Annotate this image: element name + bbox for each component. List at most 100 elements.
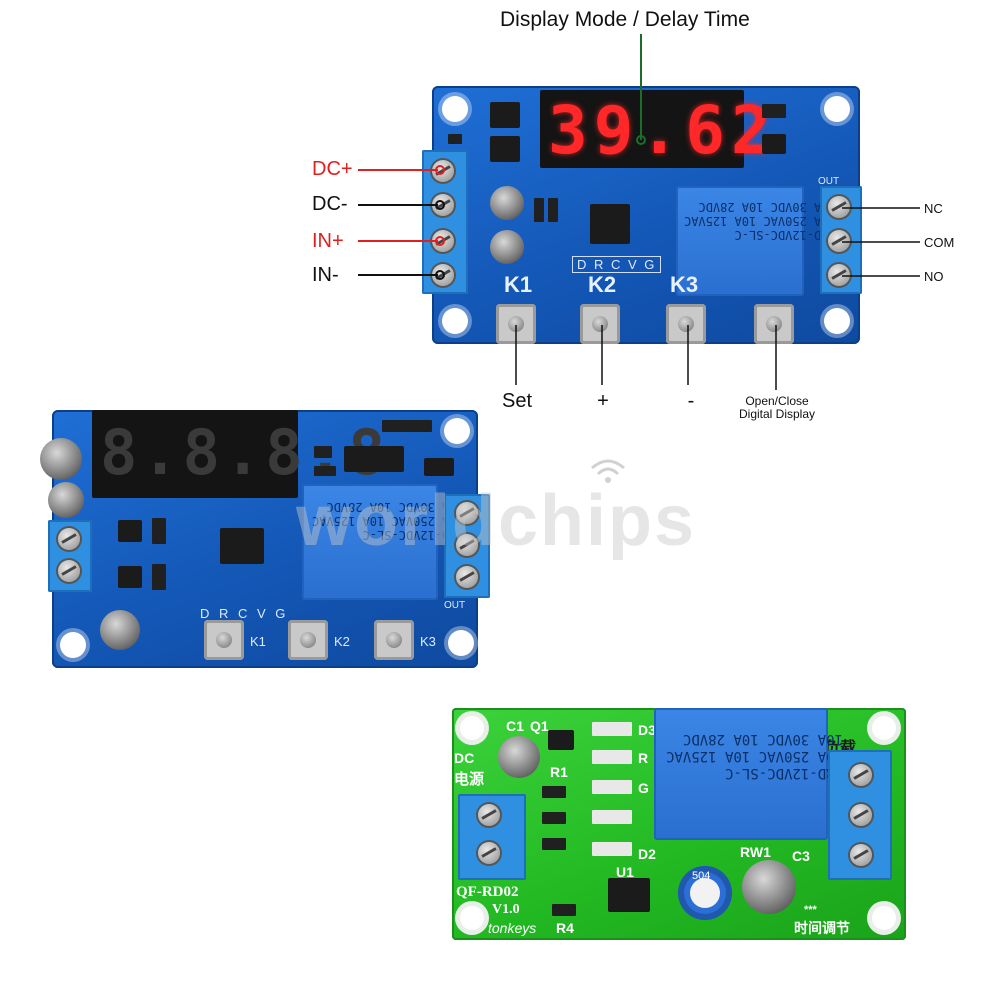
k1-button[interactable] (204, 620, 244, 660)
input-terminal-block (458, 794, 526, 880)
smd-transistor (118, 520, 142, 542)
k2-silk: K2 (334, 634, 350, 649)
u1-silk: U1 (616, 864, 634, 880)
electrolytic-capacitor (490, 230, 524, 264)
mounting-hole (460, 906, 484, 930)
screw-terminal-com[interactable] (828, 230, 850, 252)
screw-terminal[interactable] (456, 534, 478, 556)
k3-button[interactable] (666, 304, 706, 344)
dc-minus-label: DC- (312, 193, 348, 215)
smd-component (592, 810, 632, 824)
led-display: 8.8.8.8 (92, 410, 385, 498)
diode (592, 722, 632, 736)
screw-terminal[interactable] (456, 566, 478, 588)
mounting-hole (442, 308, 468, 334)
watermark-text: worldchips (296, 481, 697, 561)
c3-silk: C3 (792, 848, 810, 864)
header-pins-label: D R C V G (572, 256, 662, 273)
smd-component (534, 198, 544, 222)
mounting-hole (460, 716, 484, 740)
screw-terminal[interactable] (58, 528, 80, 550)
led-smd (592, 780, 632, 794)
potentiometer[interactable]: 504 (678, 866, 732, 920)
open-close-label: Open/Close Digital Display (722, 395, 832, 421)
input-terminal-block (48, 520, 92, 592)
screw-terminal[interactable] (850, 804, 872, 826)
q1-silk: Q1 (530, 718, 549, 734)
k4-button[interactable] (754, 304, 794, 344)
board-green-delay-relay: C1 Q1 D3 R G R1 DC 电源 负载 D2 U1 RW1 C3 QF… (452, 708, 906, 940)
led-smd (592, 750, 632, 764)
g-silk: G (638, 780, 649, 796)
brand-silk: tonkeys (488, 920, 537, 936)
screw-terminal[interactable] (478, 804, 500, 826)
mounting-hole (442, 96, 468, 122)
microcontroller-chip (220, 528, 264, 564)
screw-terminal[interactable] (478, 842, 500, 864)
smd-component (152, 564, 166, 590)
dc-silk: DC (454, 750, 475, 766)
d2-silk: D2 (638, 846, 656, 862)
relay-rating-ac: 10A 250VAC 10A 125VAC (666, 748, 844, 764)
display-digits-off: 8.8.8.8 (100, 416, 390, 489)
screw-terminal[interactable] (456, 502, 478, 524)
diode (592, 842, 632, 856)
mounting-hole (60, 632, 86, 658)
potentiometer-knob[interactable] (690, 878, 720, 908)
k2-button[interactable] (288, 620, 328, 660)
smd-transistor (548, 730, 574, 750)
r1-silk: R1 (550, 764, 568, 780)
display-mode-label: Display Mode / Delay Time (500, 8, 750, 31)
optocoupler (344, 446, 404, 472)
electrolytic-capacitor (498, 736, 540, 778)
screw-terminal[interactable] (58, 560, 80, 582)
microcontroller-chip (590, 204, 630, 244)
smd-transistor (118, 566, 142, 588)
mounting-hole (444, 418, 470, 444)
mounting-hole (824, 96, 850, 122)
smd-transistor (490, 136, 520, 162)
com-label: COM (924, 235, 955, 250)
screw-terminal-no[interactable] (828, 264, 850, 286)
smd-component (382, 420, 432, 432)
digital-display-text: Digital Display (738, 407, 816, 421)
smd-resistor (542, 812, 566, 824)
plus-label: + (597, 390, 609, 412)
smd-resistor (552, 904, 576, 916)
electrolytic-capacitor (742, 860, 796, 914)
time-adjust-silk: 时间调节 (794, 920, 850, 936)
optocoupler (762, 134, 786, 154)
smd-component (762, 104, 786, 118)
k2-silk: K2 (588, 272, 617, 297)
mounting-hole (872, 716, 896, 740)
screw-terminal[interactable] (850, 764, 872, 786)
screw-terminal[interactable] (850, 844, 872, 866)
screw-terminal-nc[interactable] (828, 196, 850, 218)
board-delay-relay-angled: 8.8.8.8 D R C V G SRD-12VDC-SL-C 10A 250… (40, 410, 490, 668)
smd-component (314, 446, 332, 458)
relay: SRD-12VDC-SL-C 10A 250VAC 10A 125VAC 10A… (676, 186, 836, 296)
in-plus-label: IN+ (312, 230, 344, 252)
board-delay-relay-annotated: 39.62 D R C V G SRD-12VDC-SL-C 10A 250VA… (422, 86, 862, 344)
d3-silk: D3 (638, 722, 656, 738)
k3-silk: K3 (670, 272, 699, 297)
power-silk: 电源 (454, 771, 485, 788)
k3-silk: K3 (420, 634, 436, 649)
k2-button[interactable] (580, 304, 620, 344)
mounting-hole (872, 906, 896, 930)
smd-resistor (542, 838, 566, 850)
smd-resistor (542, 786, 566, 798)
ic-chip (608, 878, 650, 912)
out-silk: OUT (444, 600, 466, 611)
smd-component (448, 134, 462, 144)
smd-component (548, 198, 558, 222)
minus-label: - (687, 390, 695, 412)
k3-button[interactable] (374, 620, 414, 660)
output-terminal-block (828, 750, 892, 880)
relay: SRD-12VDC-SL-C 10A 250VAC 10A 125VAC 10A… (302, 484, 464, 600)
wifi-icon (591, 459, 625, 483)
electrolytic-capacitor (48, 482, 84, 518)
relay: SRD-12VDC-SL-C 10A 250VAC 10A 125VAC 10A… (654, 708, 843, 840)
header-pins-label: D R C V G (200, 606, 289, 621)
